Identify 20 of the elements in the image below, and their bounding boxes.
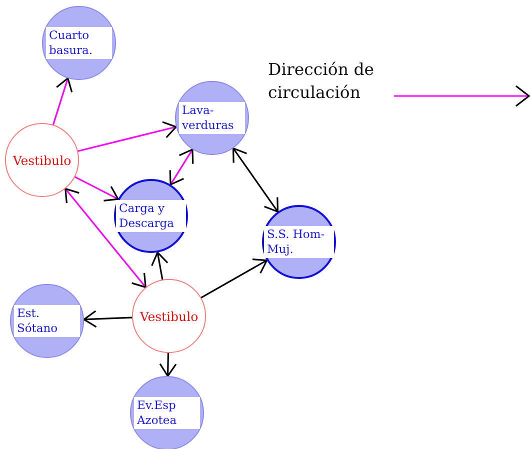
- node-label: Carga y Descarga: [116, 200, 186, 232]
- legend-label: Dirección de circulación: [268, 59, 376, 104]
- node-label: Vestibulo: [12, 152, 72, 168]
- node-label: Lava- verduras: [179, 102, 245, 134]
- node-label: Vestibulo: [138, 308, 200, 324]
- arrow: [83, 310, 132, 328]
- arrow: [169, 148, 194, 186]
- room-circle: [114, 179, 188, 253]
- arrow: [232, 148, 279, 212]
- arrow: [64, 188, 146, 288]
- arrow: [52, 77, 73, 125]
- node-label: S.S. Hom-Muj.: [264, 226, 334, 258]
- arrow: [78, 121, 177, 152]
- node-label: Ev.Esp Azotea: [134, 397, 200, 429]
- arrow: [74, 176, 119, 202]
- node-label: Est. Sótano: [14, 305, 80, 337]
- arrow: [200, 258, 268, 298]
- node-label: Cuarto basura.: [46, 27, 112, 59]
- arrow: [159, 352, 177, 377]
- arrow: [151, 252, 168, 280]
